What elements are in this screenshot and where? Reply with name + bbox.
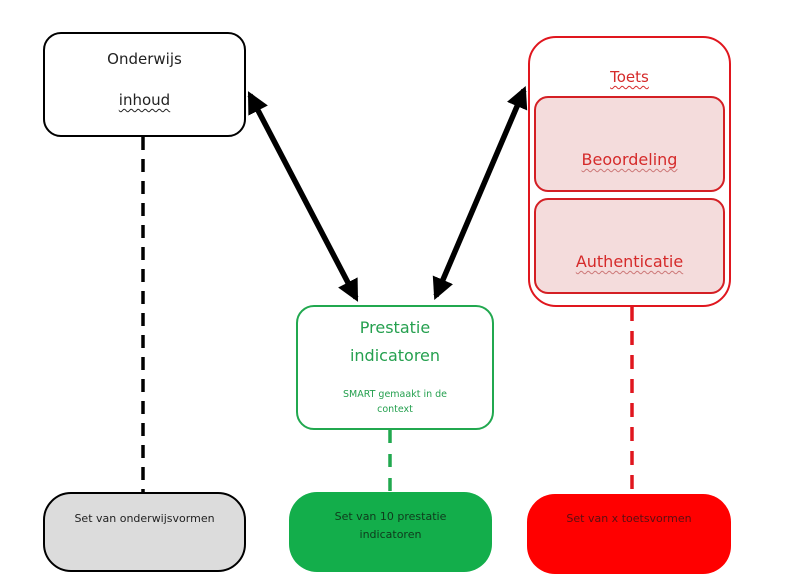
node-toets[interactable]: Toets Beoordeling Authenticatie	[528, 36, 731, 307]
node-set-toetsvormen[interactable]: Set van x toetsvormen	[527, 494, 731, 574]
node-label: Set van onderwijsvormen	[74, 512, 215, 525]
node-label: Onderwijs	[107, 50, 182, 68]
diagram-canvas: Onderwijs inhoud Toets Beoordeling Authe…	[43, 32, 731, 574]
node-title: Toets	[610, 68, 649, 86]
node-label: indicatoren	[349, 346, 441, 365]
node-label: Set van 10 prestatie indicatoren	[334, 510, 447, 541]
node-label: Set van x toetsvormen	[566, 512, 692, 525]
node-label: Prestatie	[359, 318, 431, 337]
node-label: Authenticatie	[575, 252, 684, 271]
node-label: inhoud	[118, 91, 171, 109]
arrow-toets-prestatie	[432, 85, 528, 301]
node-subtitle: SMART gemaakt in de context	[342, 389, 448, 415]
node-set-onderwijsvormen[interactable]: Set van onderwijsvormen	[43, 492, 246, 572]
node-authenticatie[interactable]: Authenticatie	[534, 198, 725, 294]
node-prestatie-indicatoren[interactable]: Prestatie indicatoren SMART gemaakt in d…	[296, 305, 494, 430]
node-onderwijs-inhoud[interactable]: Onderwijs inhoud	[43, 32, 246, 137]
node-label: Beoordeling	[581, 150, 678, 169]
arrow-inhoud-prestatie	[247, 91, 359, 302]
node-beoordeling[interactable]: Beoordeling	[534, 96, 725, 192]
node-set-prestatie-indicatoren[interactable]: Set van 10 prestatie indicatoren	[289, 492, 492, 572]
